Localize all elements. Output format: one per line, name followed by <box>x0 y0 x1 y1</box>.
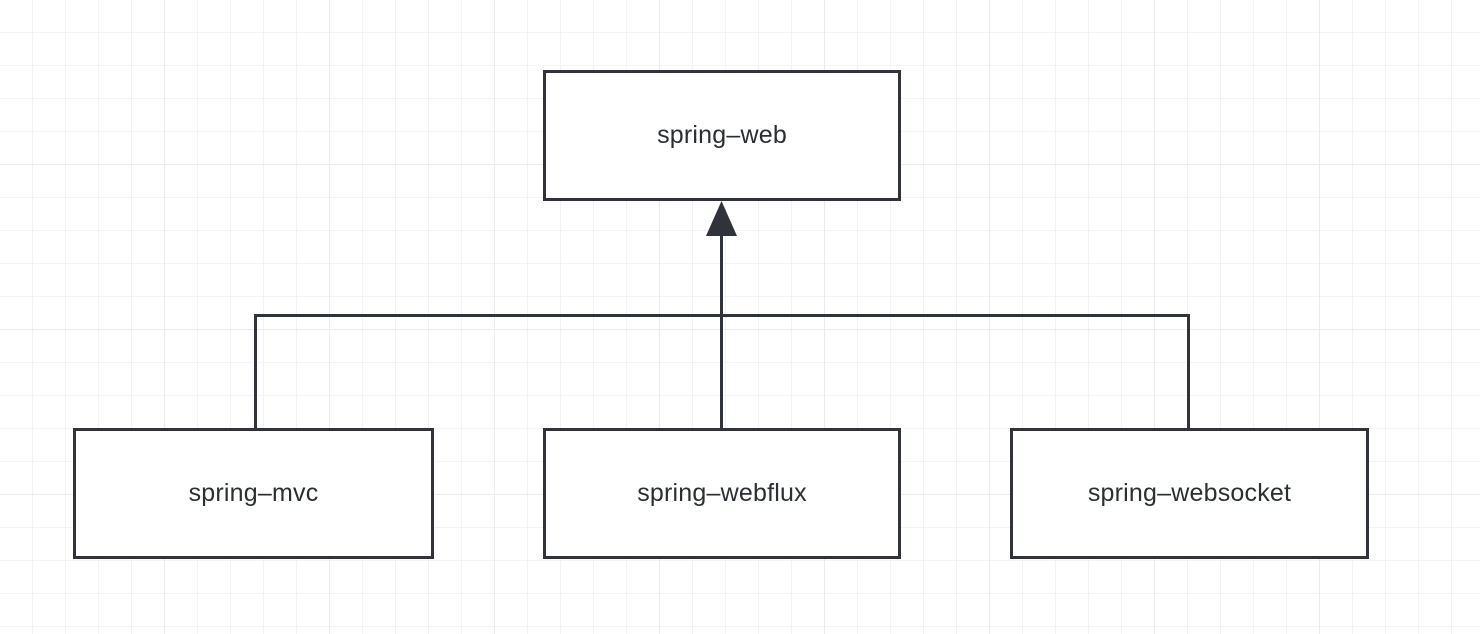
arrowhead-icon <box>706 201 737 236</box>
node-spring-mvc[interactable]: spring–mvc <box>73 428 434 559</box>
node-label: spring–mvc <box>188 479 319 507</box>
node-label: spring–websocket <box>1087 479 1292 507</box>
node-spring-websocket[interactable]: spring–websocket <box>1010 428 1369 559</box>
node-spring-webflux[interactable]: spring–webflux <box>543 428 901 559</box>
node-spring-web[interactable]: spring–web <box>543 70 901 201</box>
node-label: spring–webflux <box>637 479 807 507</box>
node-label: spring–web <box>657 121 787 149</box>
